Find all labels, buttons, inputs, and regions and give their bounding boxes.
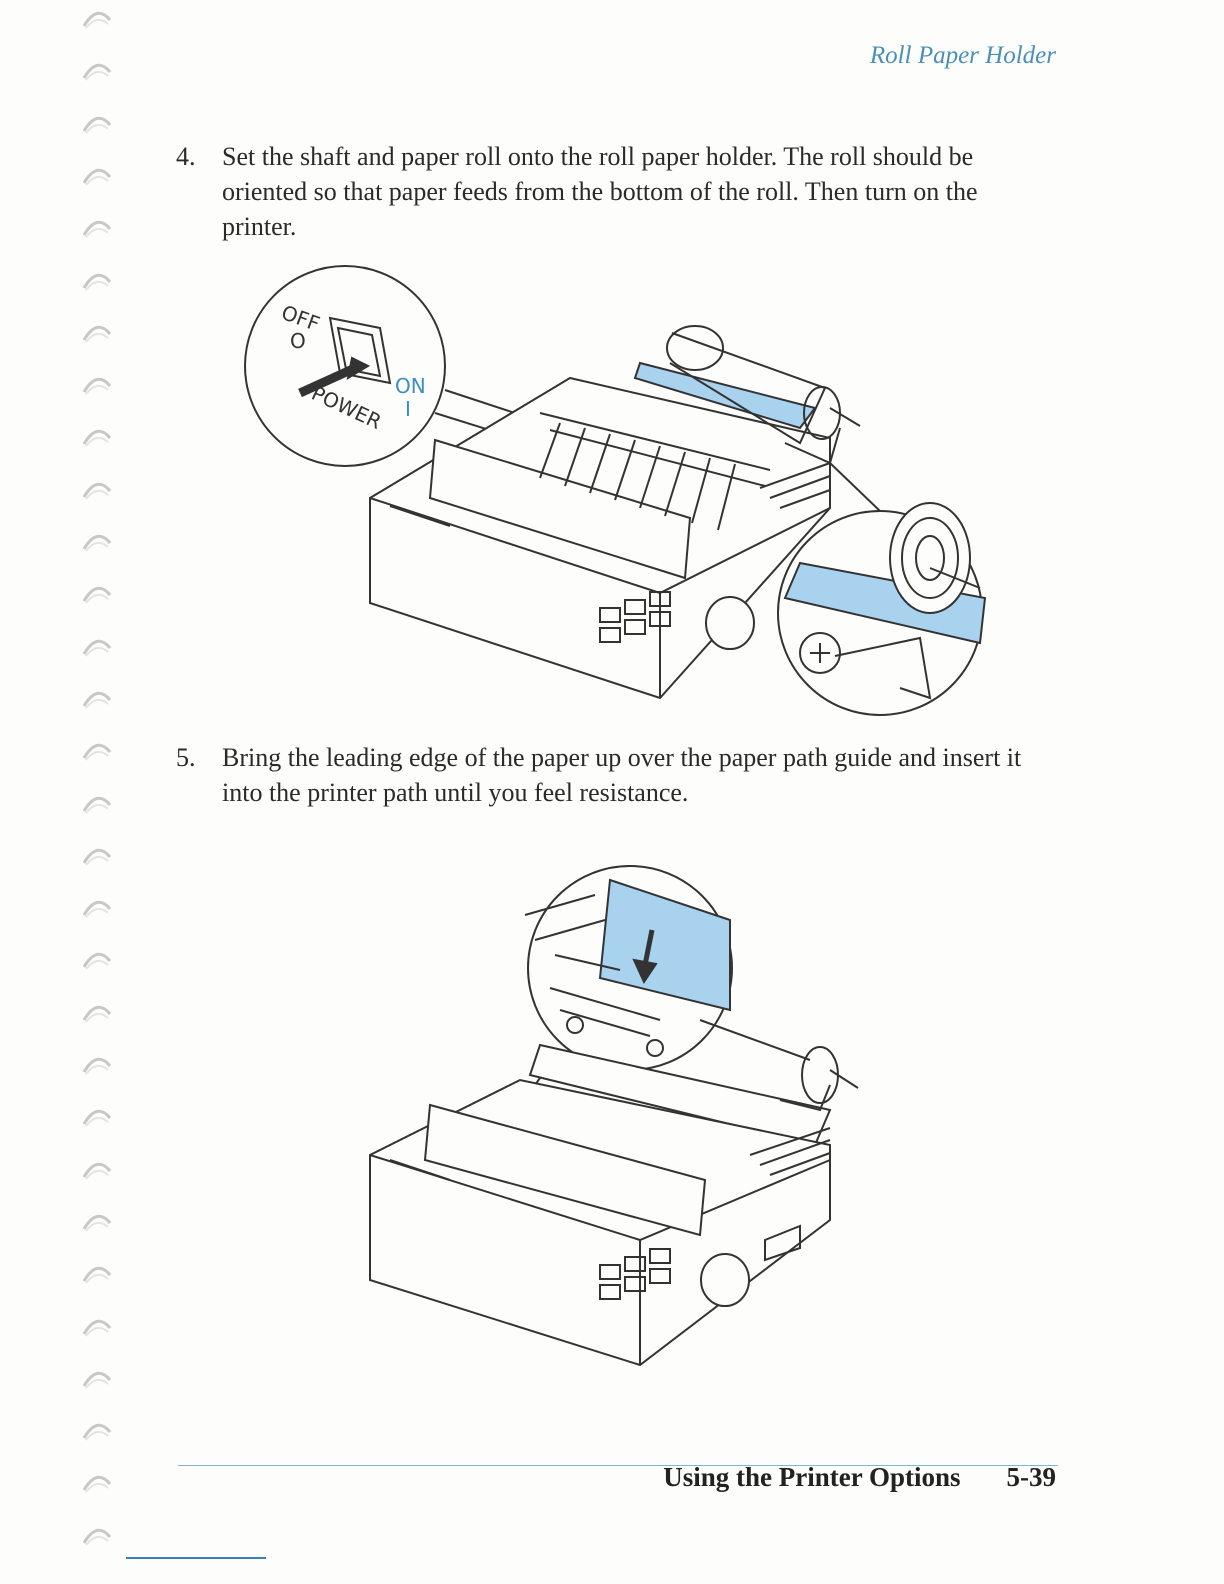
page-number: 5-39 — [1006, 1462, 1057, 1492]
binding-hole — [82, 848, 112, 866]
binding-hole — [82, 953, 112, 971]
binding-hole — [82, 377, 112, 395]
printer-roll-holder-illustration: OFF O ON I POWER — [244, 265, 987, 716]
binding-hole — [82, 64, 112, 81]
binding-hole — [82, 273, 112, 291]
binding-hole — [82, 639, 112, 657]
binding-hole — [82, 744, 112, 761]
binding-hole — [82, 1214, 112, 1232]
step-5: 5. Bring the leading edge of the paper u… — [176, 740, 1056, 810]
power-switch-icon — [328, 316, 392, 385]
binding-hole — [82, 482, 112, 500]
step-text: Set the shaft and paper roll onto the ro… — [222, 142, 978, 241]
step-4: 4. Set the shaft and paper roll onto the… — [176, 139, 1056, 244]
platen-knob — [705, 596, 755, 650]
binding-hole — [82, 1528, 112, 1546]
footer-rule — [178, 1465, 1058, 1466]
binding-hole — [82, 1267, 112, 1284]
binding-hole — [82, 1476, 112, 1494]
binding-hole — [82, 430, 112, 448]
binding-hole — [82, 1005, 112, 1023]
binding-hole — [82, 1057, 112, 1075]
page-footer: Using the Printer Options 5-39 — [663, 1462, 1056, 1493]
binding-hole — [82, 11, 112, 29]
binding-hole — [82, 1423, 112, 1441]
binding-hole — [82, 168, 112, 186]
binding-hole — [82, 221, 112, 238]
footer-chapter: Using the Printer Options — [663, 1462, 961, 1492]
switch-on-symbol: I — [405, 397, 411, 421]
binding-hole — [82, 900, 112, 918]
binding-hole — [82, 587, 112, 604]
binding-hole — [82, 691, 112, 709]
binding-hole — [82, 1162, 112, 1180]
switch-on-label: ON — [395, 374, 426, 398]
step-number: 5. — [176, 743, 196, 772]
paper-guide-cover — [428, 438, 692, 580]
running-header: Roll Paper Holder — [869, 42, 1056, 69]
binding-hole — [82, 1371, 112, 1389]
paper-guide-cover — [423, 1103, 707, 1237]
binding-holes — [80, 0, 120, 1584]
binding-hole — [82, 796, 112, 814]
step-text: Bring the leading edge of the paper up o… — [222, 743, 1022, 807]
binding-hole — [82, 534, 112, 552]
platen-knob — [700, 1253, 750, 1307]
binding-hole — [82, 116, 112, 134]
paper-insertion-illustration — [369, 865, 859, 1367]
step-number: 4. — [176, 142, 196, 171]
binding-hole — [82, 1319, 112, 1337]
holder-wheel-icon — [799, 632, 841, 674]
binding-hole — [82, 325, 112, 343]
switch-off-symbol: O — [290, 329, 306, 353]
binding-hole — [82, 1110, 112, 1127]
scan-edge-rule — [126, 1557, 266, 1559]
